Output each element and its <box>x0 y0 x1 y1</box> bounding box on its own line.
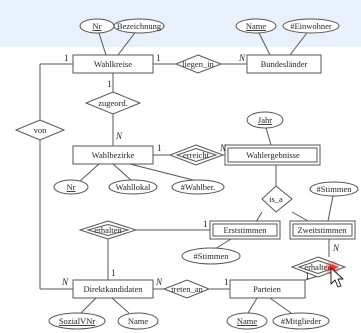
label-liegen-in: liegen_in <box>182 59 214 69</box>
label-wahlber: #Wahlber. <box>181 182 216 192</box>
label-zugeord: zugeord. <box>98 98 128 108</box>
label-stimmen-zweit: #Stimmen <box>317 184 353 194</box>
rel-is-a <box>261 185 293 213</box>
entity-parteien <box>229 279 306 299</box>
label-treten-an: treten_an <box>171 284 203 294</box>
card-erhalten-p: 1 <box>305 271 310 281</box>
attr-wahllokal <box>108 179 158 195</box>
rel-zugeord <box>84 91 142 115</box>
attr-name-direktkandidaten <box>117 312 159 330</box>
label-von: von <box>34 125 48 135</box>
rel-erreicht <box>168 144 225 166</box>
label-erhalten-right: erhalten <box>304 262 332 272</box>
label-mitglieder: #Mitglieder <box>281 316 321 326</box>
label-bezeichnung: Bezeichnung <box>117 21 162 31</box>
label-wahlbezirke: Wahlbezirke <box>92 150 135 160</box>
entity-wahlergebnisse <box>224 144 321 166</box>
rel-erhalten-right <box>290 256 347 278</box>
card-erhalten-erst: 1 <box>203 219 208 229</box>
attr-sozialvnr <box>48 312 106 330</box>
label-erreicht: erreicht <box>183 150 210 160</box>
entity-zweitstimmen <box>289 220 356 240</box>
rel-erhalten-left <box>78 220 138 240</box>
card-wk-zugeord: 1 <box>107 79 112 89</box>
label-erhalten-left: erhalten <box>94 225 122 235</box>
entity-direktkandidaten <box>72 279 154 299</box>
label-nr-wahlbezirke: Nr <box>67 182 76 192</box>
attr-name-parteien <box>226 312 268 330</box>
entity-erststimmen <box>209 220 281 240</box>
label-is-a: is_a <box>269 194 283 204</box>
label-sozialvnr: SozialVNr <box>59 316 96 326</box>
attr-wahlber <box>171 179 225 195</box>
label-name-parteien: Name <box>237 316 258 326</box>
attr-nr-wahlbezirke <box>53 179 89 195</box>
attr-stimmen-erst <box>181 247 241 265</box>
label-zweitstimmen: Zweitstimmen <box>297 225 347 235</box>
label-wahlkreise: Wahlkreise <box>94 59 132 69</box>
pointer-cursor-icon <box>325 261 344 288</box>
attr-mitglieder <box>272 312 330 330</box>
attr-bezeichnung <box>113 18 165 34</box>
card-dk-treten: N <box>155 277 163 287</box>
rel-treten-an <box>162 279 211 299</box>
attr-name-bundeslaender <box>235 18 277 34</box>
entity-bundeslaender <box>246 54 322 74</box>
card-liegen-bl: N <box>238 53 246 63</box>
card-erhalten-dk: 1 <box>111 268 116 278</box>
label-bundeslaender: Bundesländer <box>261 59 308 69</box>
attr-einwohner <box>282 18 340 34</box>
label-name-direktkandidaten: Name <box>128 316 149 326</box>
card-zweit-erhalten: N <box>332 243 340 253</box>
label-name-bundeslaender: Name <box>246 21 267 31</box>
label-nr-wahlkreise: Nr <box>93 21 102 31</box>
label-einwohner: #Einwohner <box>290 21 332 31</box>
card-von-dk: N <box>61 277 69 287</box>
entity-wahlbezirke <box>72 145 154 165</box>
label-stimmen-erst: #Stimmen <box>194 251 230 261</box>
card-wb-erreicht: 1 <box>157 143 162 153</box>
attr-jahr <box>246 111 284 129</box>
label-jahr: Jahr <box>258 115 272 125</box>
label-erststimmen: Erststimmen <box>224 225 268 235</box>
label-parteien: Parteien <box>253 284 282 294</box>
card-erreicht-we: N <box>219 143 227 153</box>
rel-liegen-in <box>174 54 223 74</box>
card-treten-p: 1 <box>224 277 229 287</box>
card-zugeord-wb: N <box>115 131 123 141</box>
card-wk-von: 1 <box>64 53 69 63</box>
entity-wahlkreise <box>72 54 154 74</box>
label-direktkandidaten: Direktkandidaten <box>83 284 143 294</box>
card-wk-liegen: 1 <box>156 53 161 63</box>
label-wahlergebnisse: Wahlergebnisse <box>246 150 300 160</box>
rel-von <box>14 119 66 141</box>
label-wahllokal: Wahllokal <box>116 182 151 192</box>
attr-stimmen-zweit <box>309 181 359 197</box>
